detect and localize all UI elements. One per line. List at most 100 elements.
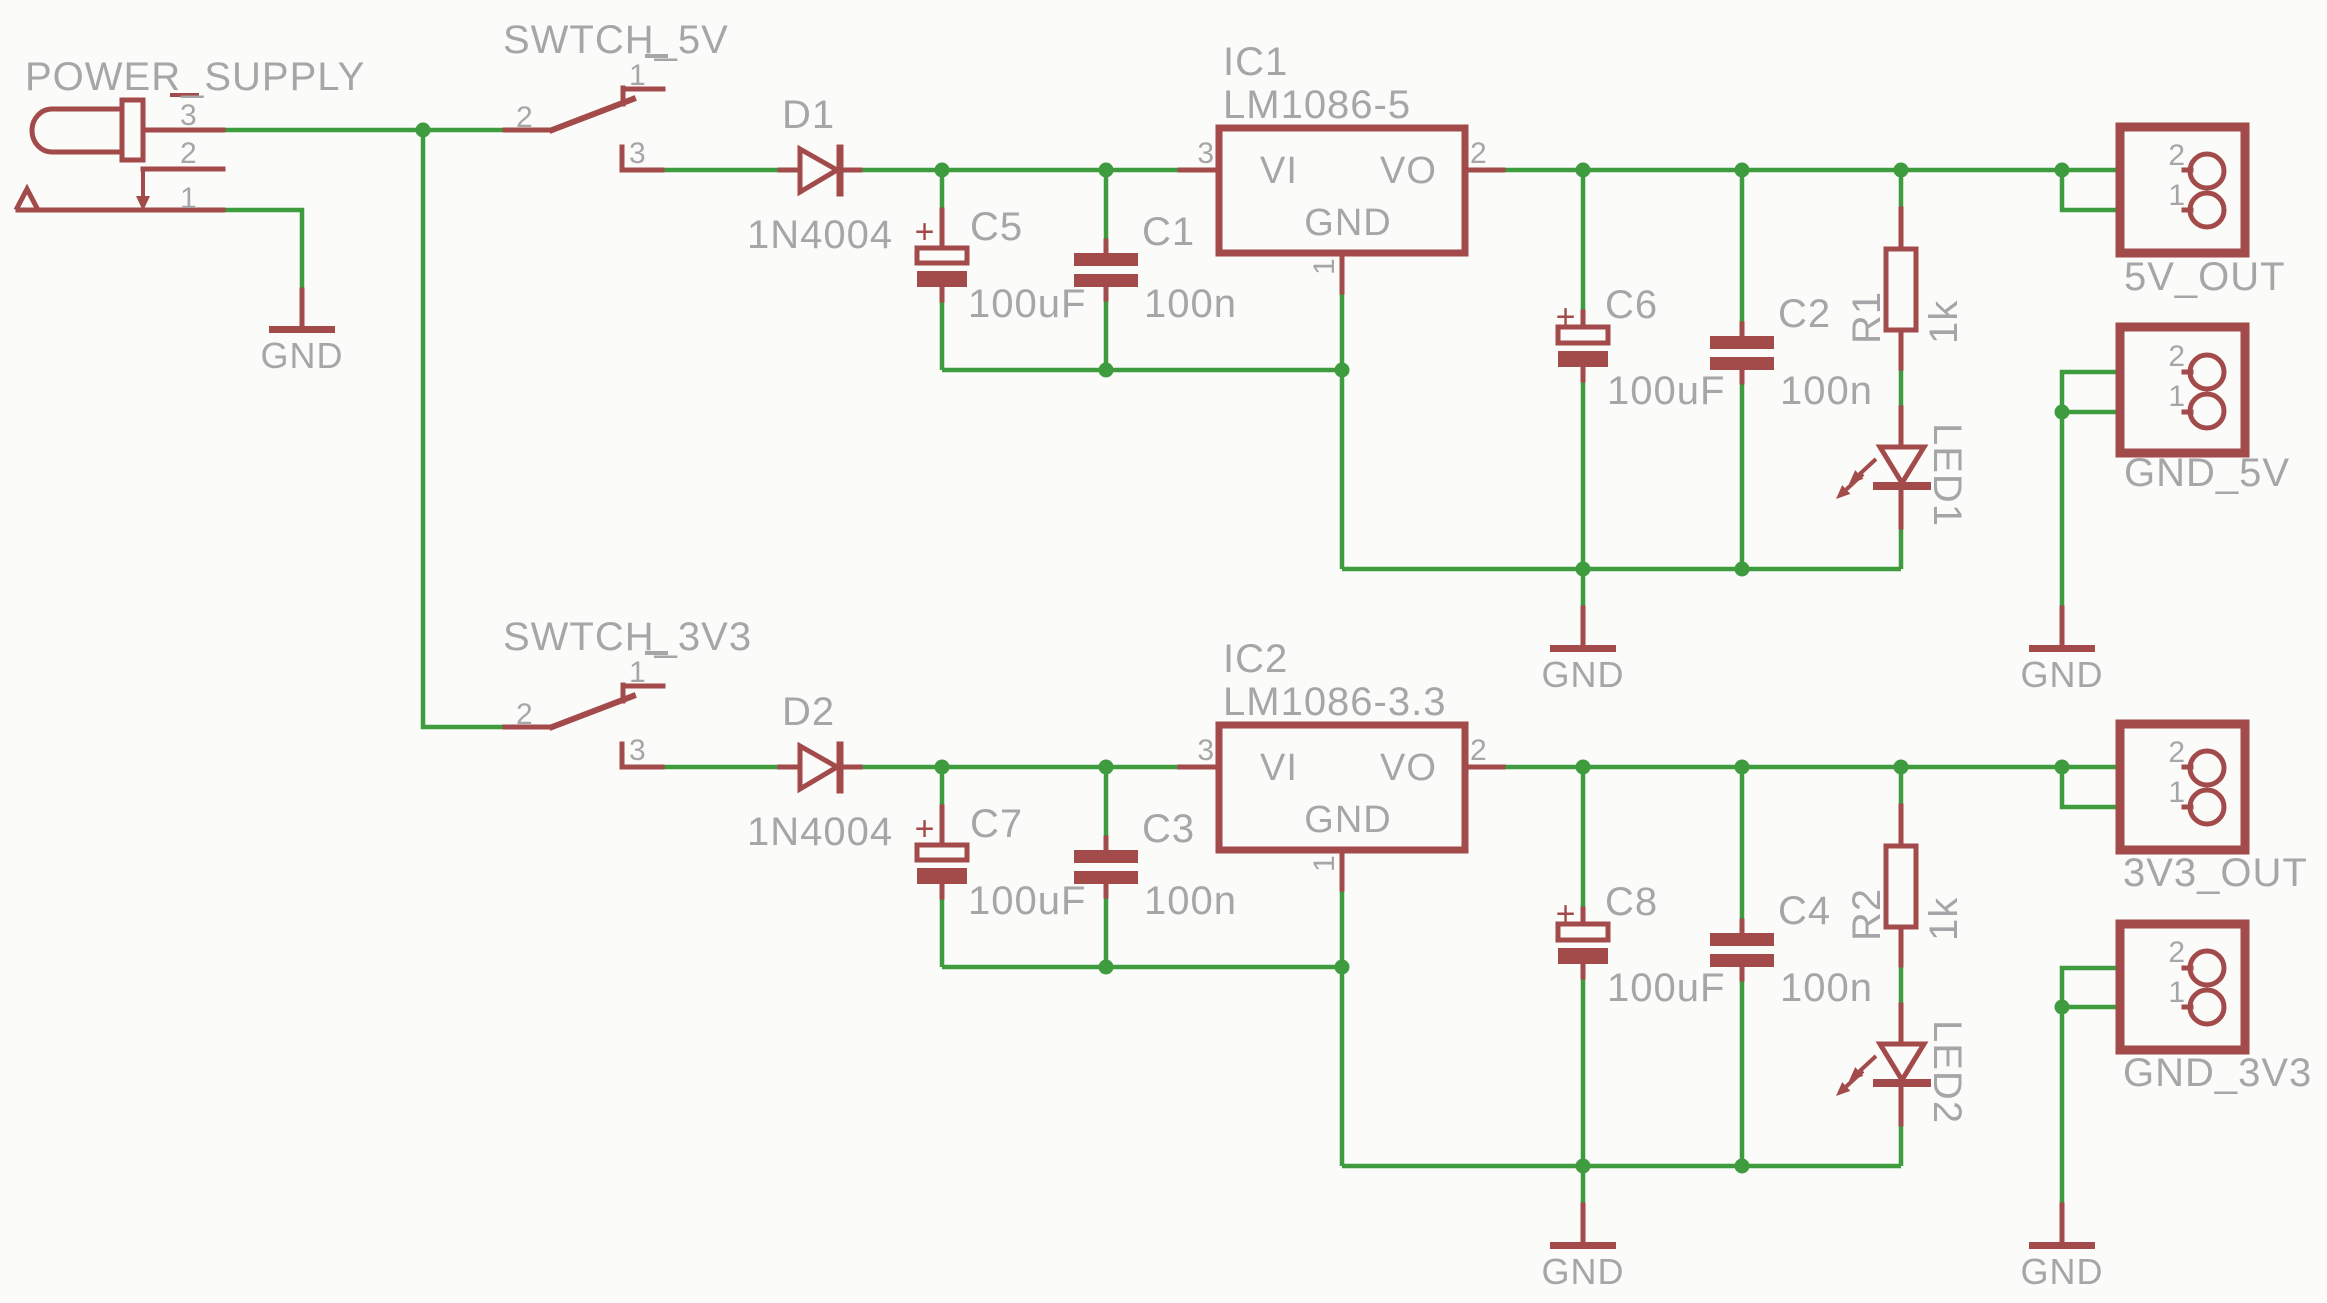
symbol-line <box>548 95 637 134</box>
label-switch_3v3-pin3: 3 <box>629 734 647 767</box>
label-ic1-vo: VO <box>1380 150 1437 192</box>
capacitor-c1 <box>1074 238 1138 302</box>
label-r1-name: R1 <box>1845 291 1889 344</box>
connector-pin-circle <box>2187 948 2227 988</box>
led-arrow-head <box>1836 485 1851 499</box>
label-ic2-value: LM1086-3.3 <box>1223 680 1446 724</box>
label-power_supply-pin2: 2 <box>180 137 198 170</box>
connector-5v-out <box>2115 122 2250 258</box>
label-gnd_3v3-pin2: 2 <box>2168 936 2186 969</box>
label-ic2-vi: VI <box>1260 747 1298 789</box>
label-c5-plus: + <box>915 213 936 251</box>
label-ic1-vi: VI <box>1260 150 1298 192</box>
regulator-ic2 <box>1177 721 1506 892</box>
label-c4-value: 100n <box>1780 966 1873 1010</box>
symbol-rect <box>917 271 967 287</box>
label-switch_3v3-pin2: 2 <box>516 698 534 731</box>
junction-dot <box>934 162 950 178</box>
symbol-rect <box>1074 274 1138 287</box>
label-out_3v3-pin1: 1 <box>2168 776 2186 809</box>
junction-dot <box>1098 759 1114 775</box>
label-out_5v-pin1: 1 <box>2168 179 2186 212</box>
symbol-rect <box>914 842 970 863</box>
symbol-rect <box>2029 645 2095 652</box>
label-c5-name: C5 <box>970 205 1023 249</box>
symbol-rect <box>1710 357 1774 370</box>
symbol-rect <box>1215 124 1469 257</box>
gnd-symbol-3v3-rail <box>1550 1202 1616 1249</box>
resistor-r2 <box>1883 803 1919 968</box>
symbol-path <box>13 183 41 212</box>
symbol-rect <box>2115 322 2250 458</box>
label-c2-name: C2 <box>1778 292 1831 336</box>
capacitor-c7 <box>914 804 970 900</box>
symbol-rect <box>1074 253 1138 266</box>
gnd-symbol-5v-rail <box>1550 605 1616 652</box>
connector-gnd-3v3 <box>2115 919 2250 1055</box>
symbol-rect <box>1215 721 1469 854</box>
junction-dot <box>1893 759 1909 775</box>
junction-dots <box>415 122 2070 1174</box>
label-c7-plus: + <box>915 810 936 848</box>
wire <box>420 130 505 730</box>
led-arrow-head <box>1849 470 1864 484</box>
junction-dot <box>1734 561 1750 577</box>
led-arrow-shaft <box>1844 472 1865 491</box>
junction-dot <box>1575 759 1591 775</box>
label-c8-plus: + <box>1556 895 1577 933</box>
symbol-path <box>1875 444 1929 488</box>
capacitor-c5 <box>914 207 970 303</box>
label-gnd_5v-pin1: 1 <box>2168 380 2186 413</box>
junction-dot <box>1734 1158 1750 1174</box>
label-ic2-pin_gnd: 1 <box>1308 854 1341 872</box>
symbol-path <box>1875 1041 1929 1085</box>
junction-dot <box>415 122 431 138</box>
gnd-symbol-gnd-3v3 <box>2029 1202 2095 1249</box>
resistor-r1 <box>1883 206 1919 371</box>
connector-pin-circle <box>2187 190 2227 230</box>
label-r2-name: R2 <box>1845 888 1889 941</box>
label-out_5v-pin2: 2 <box>2168 139 2186 172</box>
led-arrow-shaft <box>1844 1069 1865 1088</box>
junction-dot <box>1334 362 1350 378</box>
junction-dot <box>1098 362 1114 378</box>
symbol-rect <box>917 868 967 884</box>
label-ic1-gnd: GND <box>1304 202 1391 244</box>
symbol-rect <box>1710 954 1774 967</box>
diode-d2 <box>777 741 863 794</box>
symbol-path <box>29 106 122 155</box>
junction-dot <box>1575 1158 1591 1174</box>
switch-swtch-5v <box>502 54 668 173</box>
label-power_supply-name: POWER_SUPPLY <box>25 55 365 99</box>
label-d1-name: D1 <box>782 93 835 137</box>
label-switch_5v-pin2: 2 <box>516 101 534 134</box>
label-gnd_label: GND <box>2021 1251 2104 1292</box>
symbol-rect <box>1710 933 1774 946</box>
symbol-rect <box>1550 645 1616 652</box>
led-arrow-head <box>1836 1082 1851 1096</box>
led-arrow-shaft <box>1857 1054 1878 1073</box>
symbol-rect <box>914 245 970 266</box>
label-d2-value: 1N4004 <box>747 810 893 854</box>
label-gnd_label: GND <box>2021 654 2104 695</box>
label-c6-value: 100uF <box>1607 369 1725 413</box>
label-switch_5v-pin1: 1 <box>629 59 647 92</box>
junction-dot <box>1734 162 1750 178</box>
label-out_5v-name: 5V_OUT <box>2124 255 2286 299</box>
label-c5-value: 100uF <box>968 282 1086 326</box>
connector-pin-circle <box>2187 987 2227 1027</box>
label-c8-value: 100uF <box>1607 966 1725 1010</box>
label-c3-value: 100n <box>1144 879 1237 923</box>
capacitor-c3 <box>1074 835 1138 899</box>
symbol-rect <box>2029 1242 2095 1249</box>
label-d1-value: 1N4004 <box>747 213 893 257</box>
symbol-rect <box>1555 324 1611 346</box>
label-c3-name: C3 <box>1142 807 1195 851</box>
symbol-rect <box>1883 246 1919 333</box>
dc-jack-power-supply <box>13 93 226 213</box>
label-gnd_5v-name: GND_5V <box>2124 451 2290 495</box>
symbol-rect <box>2115 719 2250 855</box>
led-arrow-shaft <box>1857 457 1878 476</box>
